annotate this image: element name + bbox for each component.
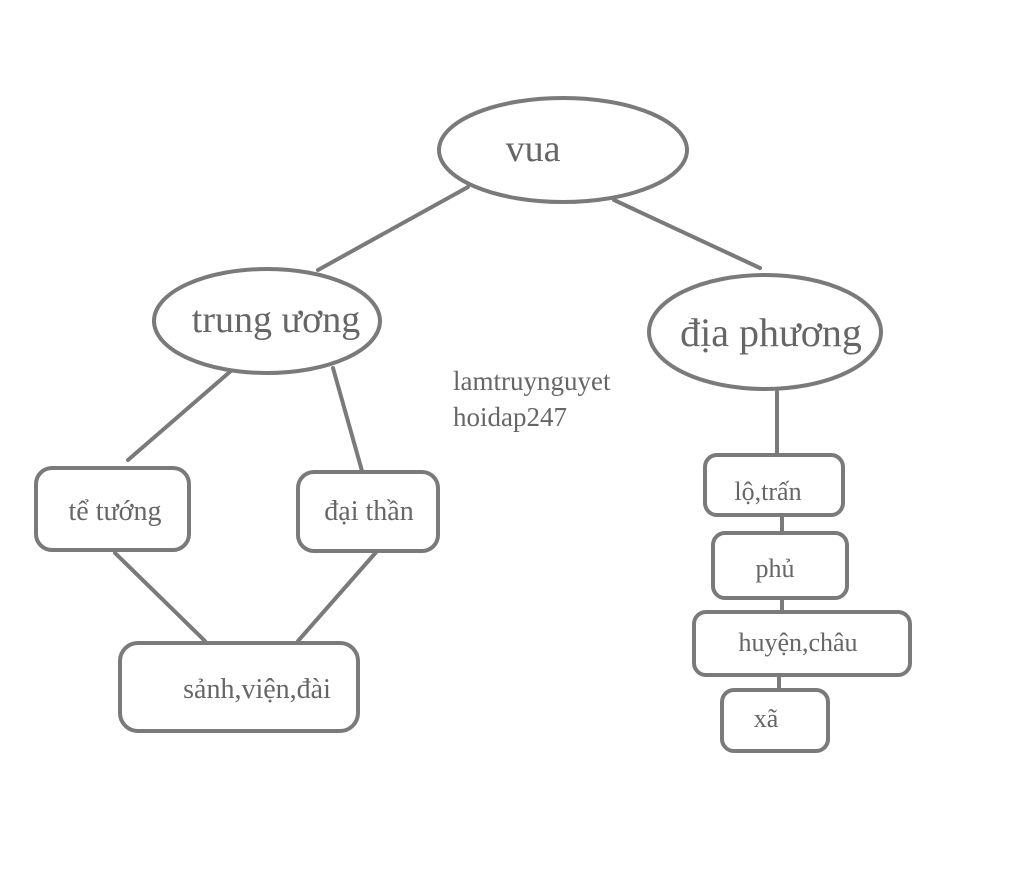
node-dai-than: đại thần <box>296 470 440 553</box>
node-dia-phuong-shape <box>647 273 883 391</box>
node-sanh-vien-dai-shape <box>118 641 360 733</box>
node-huyen-chau-shape <box>692 610 912 677</box>
node-dai-than-shape <box>296 470 440 553</box>
node-phu: phủ <box>711 531 849 600</box>
node-sanh-vien-dai: sảnh,viện,đài <box>118 641 360 733</box>
edge-trung-uong-dai-than <box>331 366 364 473</box>
node-lo-tran-label: lộ,trấn <box>734 477 801 506</box>
node-vua: vua <box>437 96 689 204</box>
node-xa: xã <box>720 688 830 753</box>
node-phu-shape <box>711 531 849 600</box>
edge-te-tuong-sanh-vien-dai <box>113 551 207 643</box>
node-lo-tran-shape <box>703 453 845 517</box>
edge-vua-trung-uong <box>316 185 470 272</box>
edge-dai-than-sanh-vien-dai <box>296 548 380 643</box>
watermark-line-2: hoidap247 <box>453 402 567 432</box>
node-vua-label: vua <box>506 128 561 170</box>
node-trung-uong-shape <box>152 267 382 375</box>
node-huyen-chau-label: huyện,châu <box>738 628 857 657</box>
node-xa-shape <box>720 688 830 753</box>
node-trung-uong-label: trung ương <box>192 299 360 341</box>
node-te-tuong-label: tể tướng <box>69 496 162 527</box>
node-huyen-chau: huyện,châu <box>692 610 912 677</box>
watermark: lamtruynguyet hoidap247 <box>453 366 611 432</box>
node-sanh-vien-dai-label: sảnh,viện,đài <box>183 674 331 705</box>
node-dai-than-label: đại thần <box>324 496 413 527</box>
node-te-tuong: tể tướng <box>34 466 191 552</box>
node-lo-tran: lộ,trấn <box>703 453 845 517</box>
node-vua-shape <box>437 96 689 204</box>
node-phu-label: phủ <box>756 554 795 583</box>
edge-vua-dia-phuong <box>612 198 762 270</box>
node-xa-label: xã <box>754 704 779 733</box>
node-trung-uong: trung ương <box>152 267 382 375</box>
node-dia-phuong-label: địa phương <box>680 310 862 355</box>
node-te-tuong-shape <box>34 466 191 552</box>
edges <box>113 185 784 692</box>
edge-trung-uong-te-tuong <box>126 368 234 462</box>
watermark-line-1: lamtruynguyet <box>453 366 611 396</box>
node-dia-phuong: địa phương <box>647 273 883 391</box>
